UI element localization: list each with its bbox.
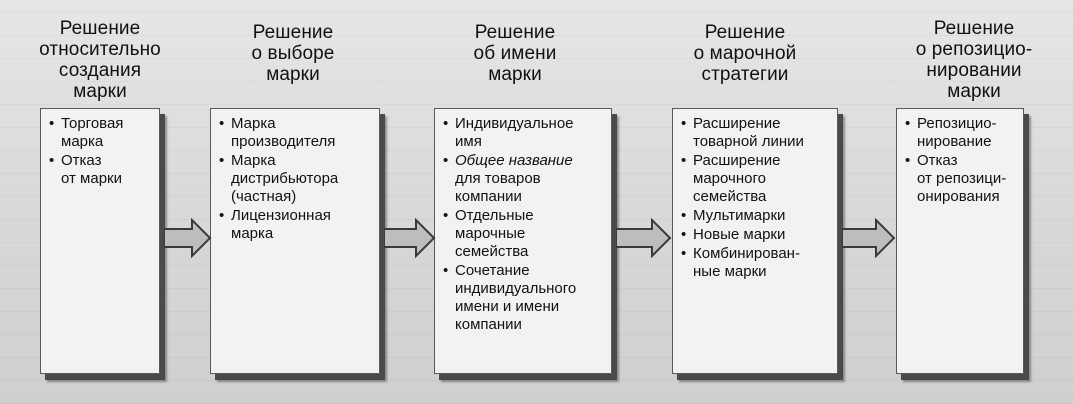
arrow-right-icon bbox=[842, 218, 896, 258]
options-list: Марка производителя Марка дистрибьютора … bbox=[219, 115, 373, 243]
stage-box: Марка производителя Марка дистрибьютора … bbox=[210, 108, 380, 374]
option-item: Марка дистрибьютора (частная) bbox=[219, 152, 373, 206]
option-item-rest: для товаров компании bbox=[455, 170, 541, 205]
option-item: Лицензионная марка bbox=[219, 207, 373, 243]
arrow-right-icon bbox=[384, 218, 436, 258]
stage-box: Индивидуальное имя Общее название для то… bbox=[434, 108, 612, 374]
option-item: Индивидуальное имя bbox=[443, 115, 605, 151]
stage-box: Торговая марка Отказ от марки bbox=[40, 108, 160, 374]
option-item: Сочетание индивидуального имени и имени … bbox=[443, 262, 605, 334]
option-item: Торговая марка bbox=[49, 115, 153, 151]
option-item: Репозицио- нирование bbox=[905, 115, 1017, 151]
stage-box: Репозицио- нирование Отказ от репозици- … bbox=[896, 108, 1024, 374]
option-item: Комбинирован- ные марки bbox=[681, 245, 831, 281]
stage-title: Решение об имени марки bbox=[473, 22, 557, 85]
option-item: Отказ от марки bbox=[49, 152, 153, 188]
option-item: Марка производителя bbox=[219, 115, 373, 151]
stage-box: Расширение товарной линии Расширение мар… bbox=[672, 108, 838, 374]
stage-title: Решение о выборе марки bbox=[251, 22, 335, 85]
option-item: Новые марки bbox=[681, 226, 831, 244]
arrow-right-icon bbox=[616, 218, 672, 258]
options-list: Репозицио- нирование Отказ от репозици- … bbox=[905, 115, 1017, 206]
stage-title: Решение о марочной стратегии bbox=[693, 22, 797, 85]
option-item: Мультимарки bbox=[681, 207, 831, 225]
option-item: Расширение товарной линии bbox=[681, 115, 831, 151]
option-item: Расширение марочного семейства bbox=[681, 152, 831, 206]
options-list: Индивидуальное имя Общее название для то… bbox=[443, 115, 605, 334]
stage-title: Решение о репозицио- нировании марки bbox=[915, 18, 1033, 102]
options-list: Торговая марка Отказ от марки bbox=[49, 115, 153, 188]
option-item: Отказ от репозици- онирования bbox=[905, 152, 1017, 206]
option-item: Общее название для товаров компании bbox=[443, 152, 605, 206]
options-list: Расширение товарной линии Расширение мар… bbox=[681, 115, 831, 281]
italic-term: Общее название bbox=[455, 152, 573, 169]
arrow-right-icon bbox=[164, 218, 212, 258]
stage-title: Решение относительно создания марки bbox=[39, 18, 161, 102]
option-item: Отдельные марочные семейства bbox=[443, 207, 605, 261]
